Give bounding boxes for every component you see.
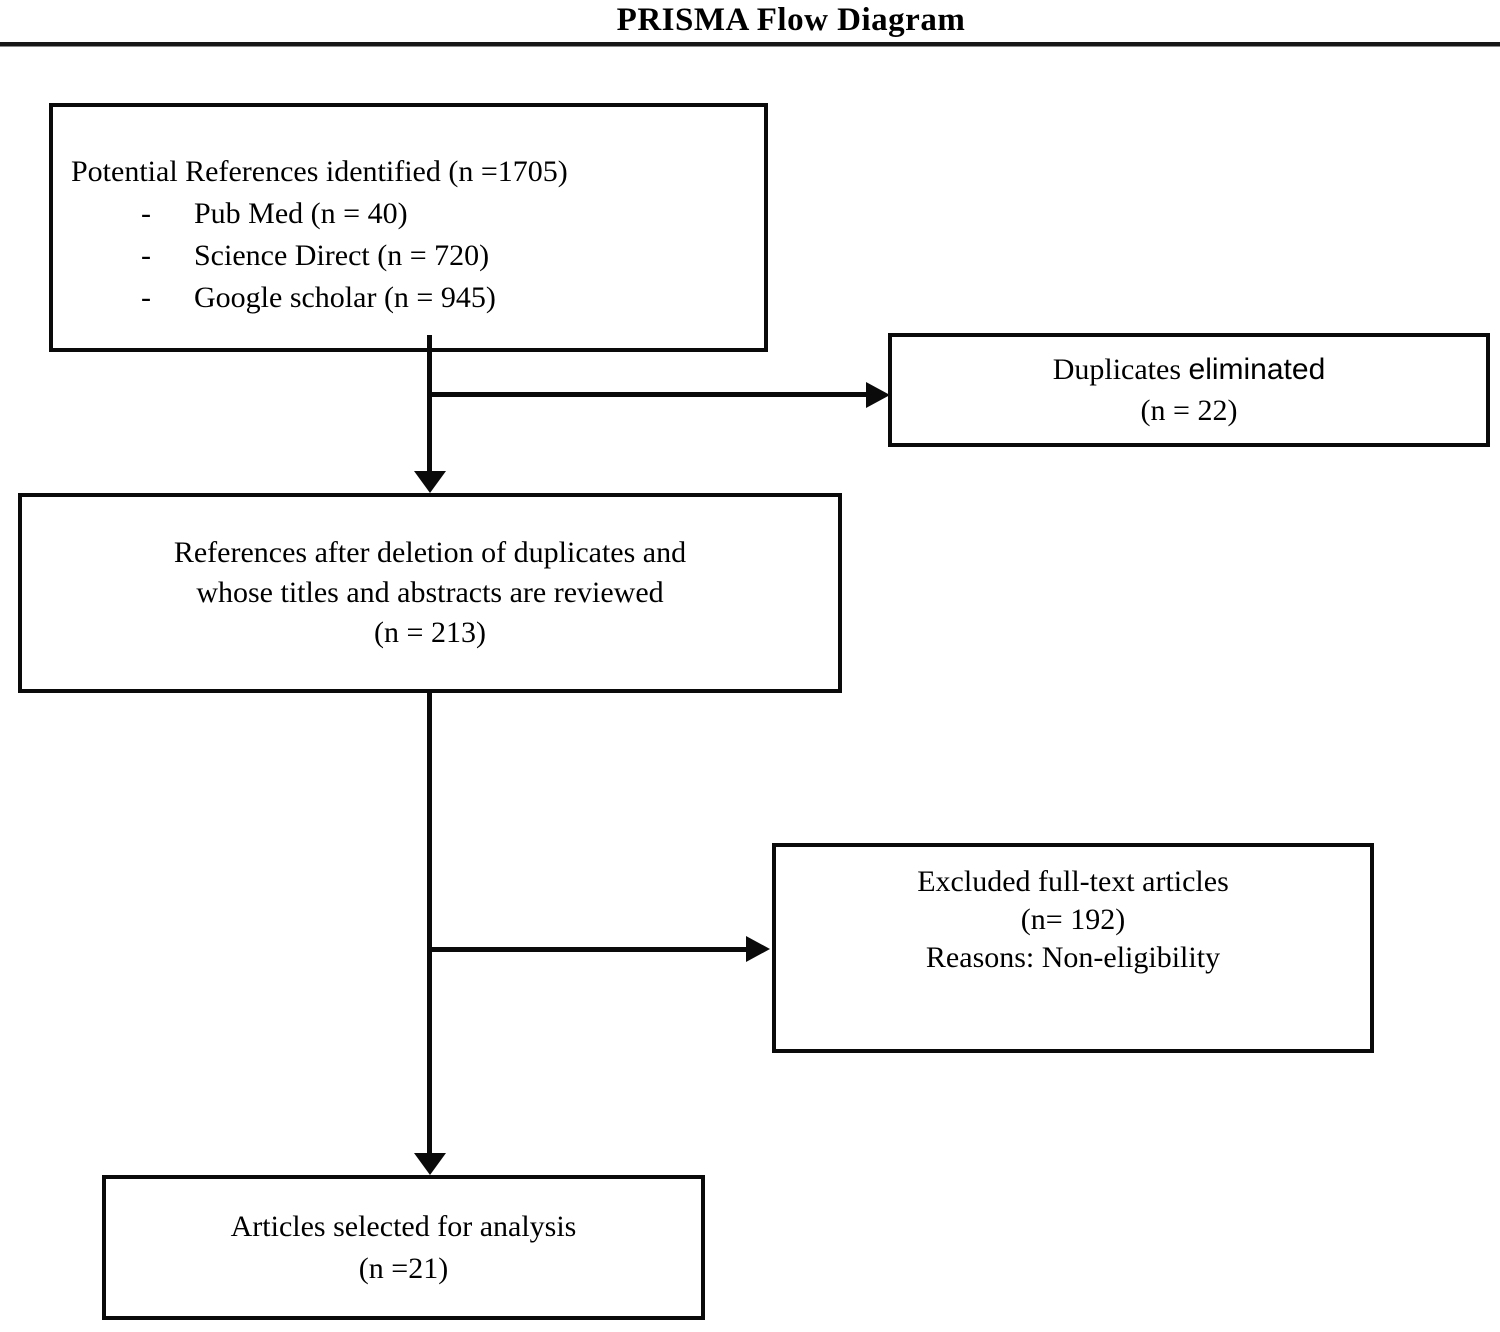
included-box-content: Articles selected for analysis (n =21) [106,1179,701,1316]
excluded-count: (n= 192) [1020,903,1126,936]
excluded-line1: Excluded full-text articles [917,865,1229,898]
duplicates-count: (n = 22) [1140,394,1238,427]
included-count: (n =21) [358,1251,449,1285]
page-title: PRISMA Flow Diagram [616,2,966,38]
bullet-dash: - [141,239,151,272]
screening-line2: whose titles and abstracts are reviewed [196,576,664,609]
arrowhead-right-excluded-icon [746,936,770,962]
connector-identification-to-screening [427,335,432,473]
connector-to-excluded [427,947,747,952]
source-item-label: Science Direct (n = 720) [194,239,490,272]
identification-box: Potential References identified (n =1705… [49,103,768,352]
screening-line1: References after deletion of duplicates … [173,536,687,569]
duplicates-box-content: Duplicates eliminated (n = 22) [892,337,1486,443]
excluded-reasons: Reasons: Non-eligibility [925,941,1221,974]
duplicates-line1: Duplicates eliminated [1053,349,1326,390]
title-divider-line [0,42,1500,47]
included-box: Articles selected for analysis (n =21) [102,1175,705,1320]
identification-box-content: Potential References identified (n =1705… [53,107,764,319]
source-item-label: Pub Med (n = 40) [194,197,408,230]
source-item-sciencedirect: - Science Direct (n = 720) [71,235,748,277]
screening-box: References after deletion of duplicates … [18,493,842,693]
source-item-googlescholar: - Google scholar (n = 945) [71,277,748,319]
screening-box-content: References after deletion of duplicates … [22,497,838,689]
connector-screening-to-included [427,693,432,1153]
connector-to-duplicates [427,392,867,397]
included-line1: Articles selected for analysis [230,1209,577,1243]
source-item-label: Google scholar (n = 945) [194,281,496,314]
screening-count: (n = 213) [374,616,486,649]
arrowhead-right-duplicates-icon [866,382,890,408]
bullet-dash: - [141,197,151,230]
duplicates-word-serif: Duplicates [1052,353,1182,386]
duplicates-box: Duplicates eliminated (n = 22) [888,333,1490,447]
bullet-dash: - [141,281,151,314]
source-item-pubmed: - Pub Med (n = 40) [71,193,748,235]
arrowhead-down-included-icon [414,1153,446,1175]
identification-heading: Potential References identified (n =1705… [71,155,568,188]
excluded-box: Excluded full-text articles (n= 192) Rea… [772,843,1374,1053]
duplicates-word-sans: eliminated [1188,353,1326,386]
arrowhead-down-screening-icon [414,471,446,493]
